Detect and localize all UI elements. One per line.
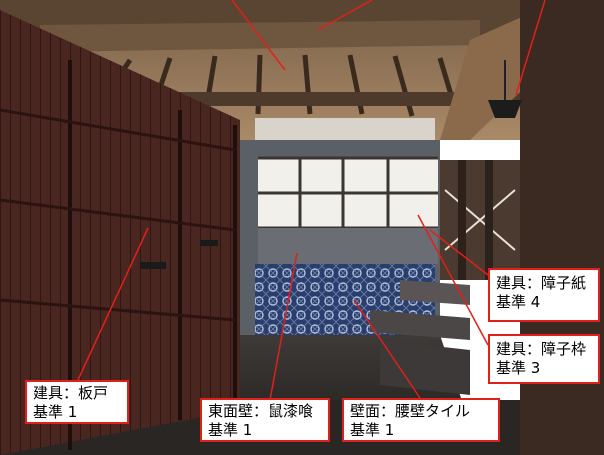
label-shojiwaku: 建具：障子枠 基準 3 [488,334,600,384]
right-pillar [520,0,604,455]
label-tile: 壁面：腰壁タイル 基準 1 [342,398,500,442]
label-shojigami: 建具：障子紙 基準 4 [488,268,600,322]
label-shojiwaku-line1: 建具：障子枠 [496,340,587,358]
label-shikkui-line2: 基準 1 [208,421,253,439]
hanging-lamp [488,60,522,118]
label-shojiwaku-line2: 基準 3 [496,359,541,377]
label-shikkui-line1: 東面壁：鼠漆喰 [208,402,314,420]
label-shojigami-line1: 建具：障子紙 [496,274,587,292]
right-shoji [440,160,520,280]
label-tile-line1: 壁面：腰壁タイル [350,402,471,420]
label-shikkui: 東面壁：鼠漆喰 基準 1 [200,398,330,442]
callout-lines [77,0,546,401]
label-itado-line1: 建具：板戸 [33,384,109,402]
label-shojigami-line2: 基準 4 [496,293,541,311]
label-itado-line2: 基準 1 [33,403,78,421]
shoji-window [258,156,438,230]
benches [370,280,470,395]
label-tile-line2: 基準 1 [350,421,395,439]
label-itado: 建具：板戸 基準 1 [25,380,129,424]
